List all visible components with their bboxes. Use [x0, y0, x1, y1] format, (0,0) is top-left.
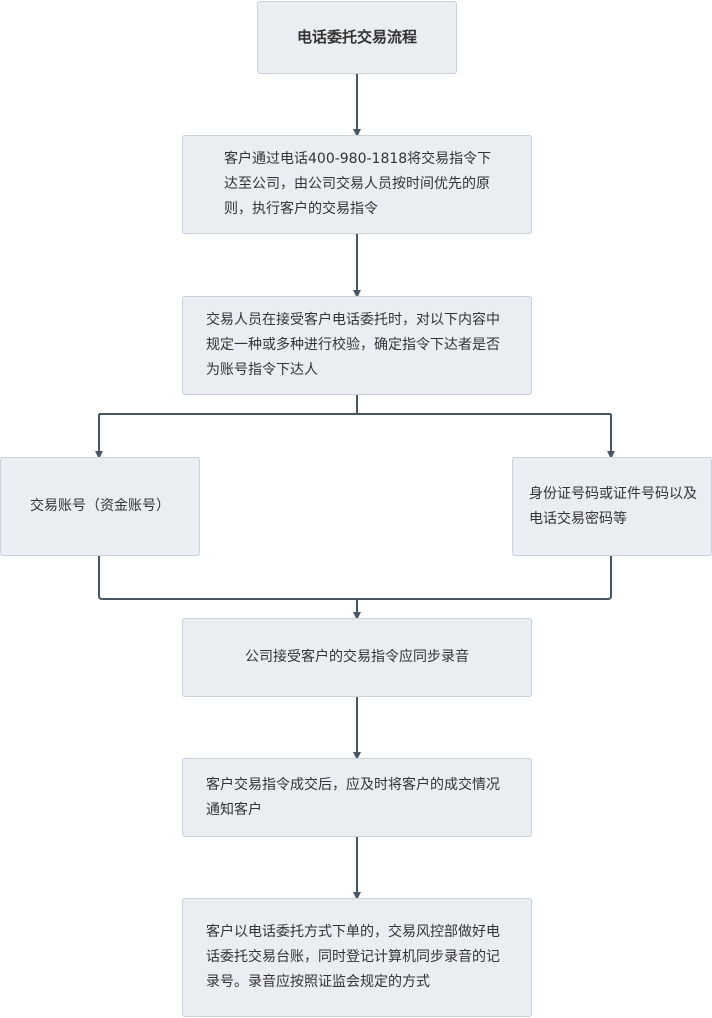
step-notify-client: 客户交易指令成交后，应及时将客户的成交情况通知客户: [182, 758, 532, 837]
step-phone-order: 客户通过电话400-980-1818将交易指令下达至公司，由公司交易人员按时间优…: [182, 135, 532, 234]
branch-id-and-password-text: 身份证号码或证件号码以及电话交易密码等: [529, 485, 697, 527]
branch-account-number: 交易账号（资金账号）: [0, 457, 200, 556]
flowchart-title: 电话委托交易流程: [257, 1, 457, 74]
step-ledger-record-text: 客户以电话委托方式下单的，交易风控部做好电话委托交易台账，同时登记计算机同步录音…: [206, 924, 500, 990]
branch-account-number-text: 交易账号（资金账号）: [30, 498, 170, 514]
step-recording: 公司接受客户的交易指令应同步录音: [182, 618, 532, 697]
step-phone-order-text: 客户通过电话400-980-1818将交易指令下达至公司，由公司交易人员按时间优…: [224, 151, 492, 217]
step-notify-client-text: 客户交易指令成交后，应及时将客户的成交情况通知客户: [206, 776, 500, 818]
flowchart-title-text: 电话委托交易流程: [296, 28, 417, 46]
step-verification-text: 交易人员在接受客户电话委托时，对以下内容中规定一种或多种进行校验，确定指令下达者…: [206, 312, 500, 378]
step-verification: 交易人员在接受客户电话委托时，对以下内容中规定一种或多种进行校验，确定指令下达者…: [182, 296, 532, 395]
split-connector: [99, 395, 611, 415]
step-ledger-record: 客户以电话委托方式下单的，交易风控部做好电话委托交易台账，同时登记计算机同步录音…: [182, 898, 532, 1017]
branch-id-and-password: 身份证号码或证件号码以及电话交易密码等: [512, 457, 712, 556]
step-recording-text: 公司接受客户的交易指令应同步录音: [245, 649, 469, 665]
merge-connector: [98, 556, 612, 600]
